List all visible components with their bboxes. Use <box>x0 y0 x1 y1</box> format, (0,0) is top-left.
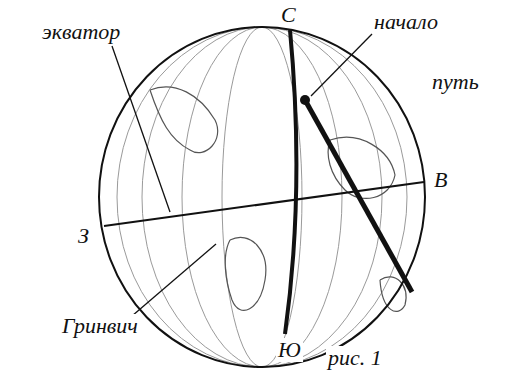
leader-line <box>112 46 170 212</box>
leader-line <box>132 244 216 316</box>
start-point <box>300 95 310 105</box>
globe-outline <box>99 27 425 367</box>
leader-line <box>311 34 372 96</box>
meridian-line <box>142 27 382 367</box>
continent-outline <box>150 87 218 153</box>
compass-label: З <box>76 224 91 248</box>
equator-line <box>104 182 424 226</box>
figure-caption: рис. 1 <box>326 346 384 370</box>
meridian-label: Гринвич <box>60 314 140 338</box>
route-label: начало <box>372 10 440 34</box>
route-line <box>305 100 412 292</box>
continent-outline <box>225 237 266 310</box>
compass-label: С <box>279 3 298 27</box>
equator-label: экватор <box>40 20 122 44</box>
meridian-line <box>222 27 302 367</box>
greenwich-meridian <box>285 30 296 334</box>
compass-label: В <box>432 168 449 192</box>
route-label: путь <box>430 70 481 94</box>
compass-label: Ю <box>276 338 303 362</box>
meridian-line <box>117 27 407 367</box>
continent-outline <box>328 137 395 198</box>
